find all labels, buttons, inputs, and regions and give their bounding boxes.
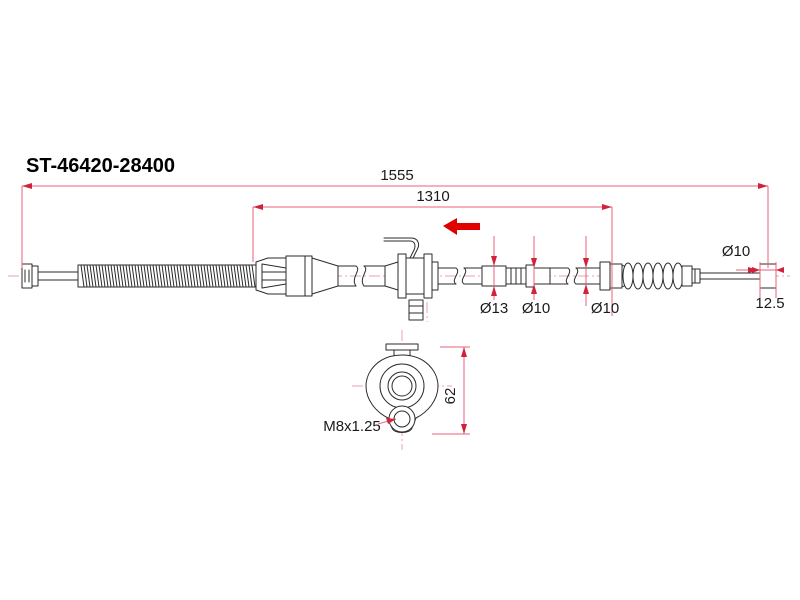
thread-callout-m8: M8x1.25: [323, 418, 397, 435]
clevis-fork-fitting: [255, 257, 287, 295]
retainer-hook-wire: [383, 237, 420, 259]
left-terminal-fitting: [21, 263, 39, 289]
dimension-1555: 1555: [21, 167, 769, 268]
bracket-stem-tab: [408, 299, 424, 321]
left-inner-rod: [37, 271, 81, 281]
bellows-boot: [599, 261, 701, 291]
dimension-d10-a: Ø10: [522, 236, 550, 317]
coil-windings: [80, 264, 256, 288]
dimension-1310: 1310: [252, 188, 613, 316]
dimension-label-m8: M8x1.25: [323, 418, 381, 435]
dimension-d13: Ø13: [480, 236, 508, 317]
page-title: ST-46420-28400: [26, 155, 175, 177]
adjuster-barrel: [505, 264, 551, 288]
central-grommet-collar: [397, 253, 439, 299]
cable-assembly: [21, 237, 777, 321]
conical-adapter: [285, 255, 339, 297]
outer-casing-right: [437, 267, 483, 285]
right-inner-rod: [699, 272, 761, 280]
dimension-label-12-5: 12.5: [755, 295, 784, 312]
dimension-label-1555: 1555: [380, 167, 413, 184]
pointer-arrow-icon: [443, 218, 480, 235]
dimension-d10-b: Ø10: [583, 236, 619, 317]
outer-casing-mid-right: [549, 267, 601, 285]
dimension-label-d13: Ø13: [480, 300, 508, 317]
spring-coil-sheath: [77, 264, 257, 288]
dimension-label-d10-a: Ø10: [522, 300, 550, 317]
mounting-bracket-detail: [365, 343, 439, 433]
outer-casing-left: [337, 261, 399, 291]
dimension-12-5: 12.5: [752, 262, 785, 312]
dimension-label-62: 62: [442, 388, 459, 405]
dimension-label-d10-c: Ø10: [722, 243, 750, 260]
dimension-62: 62: [432, 346, 470, 435]
dimension-label-1310: 1310: [416, 188, 449, 205]
dimension-label-d10-b: Ø10: [591, 300, 619, 317]
